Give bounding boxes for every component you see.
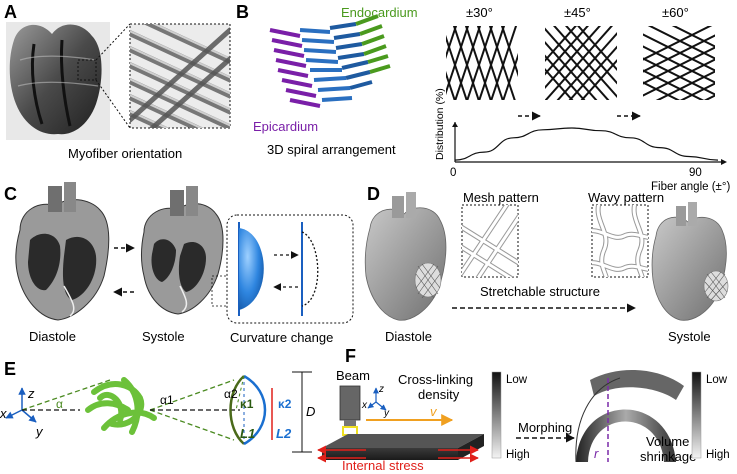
curvature-flattened-outline [301, 231, 319, 307]
chart-x-min-label: 0 [450, 167, 456, 179]
e-alpha1-label: α1 [160, 393, 174, 407]
panel-c-diastole-label: Diastole [29, 329, 76, 344]
panel-c-systole-label: Systole [142, 329, 185, 344]
angle-label-45: ±45° [564, 5, 591, 20]
helical-fiber-coil [85, 377, 157, 435]
volume-label-line1: Volume [646, 434, 689, 449]
panel-a-label: A [4, 2, 17, 22]
velocity-label: v [430, 404, 438, 419]
zoom-guide-top [95, 23, 131, 61]
volume-label-line2: shrinkage [640, 449, 696, 464]
crosslinking-low-label: Low [506, 374, 528, 386]
curvature-change-label: Curvature change [230, 330, 333, 345]
f-axis-x [367, 401, 377, 409]
e-L2-label: L2 [276, 426, 292, 441]
e-L1-label: L1 [240, 426, 255, 441]
panel-b-caption: 3D spiral arrangement [267, 142, 396, 157]
epicardium-label: Epicardium [253, 119, 318, 134]
panel-a-caption: Myofiber orientation [68, 146, 182, 161]
crosslinking-high-label: High [506, 449, 530, 461]
chart-x-max-label: 90 [689, 167, 702, 179]
mesh-pattern-lines [462, 205, 518, 277]
e-axis-z-label: z [27, 386, 35, 401]
spiral-fiber-stack [269, 14, 391, 108]
distribution-series-line [454, 127, 719, 161]
panel-d-systole-label: Systole [668, 329, 711, 344]
e-axis-x [5, 409, 23, 419]
e-alpha1-ray-lower [149, 409, 235, 441]
volume-high-label: High [706, 449, 730, 461]
f-axis-z-label: z [378, 384, 384, 395]
beam-nozzle [339, 385, 361, 436]
chart-xlabel: Fiber angle (±°) [651, 181, 730, 193]
panel-c: C Diastole Systole [4, 182, 354, 345]
chart-y-axis-arrowhead [452, 122, 458, 127]
stretchable-structure-label: Stretchable structure [480, 284, 600, 299]
e-alpha2-label: α2 [224, 387, 238, 401]
e-axis-y-label: y [35, 424, 44, 439]
fiber-pattern-60 [643, 26, 715, 100]
e-axis-x-label: x [0, 406, 7, 421]
f-axis-y-label: y [383, 408, 390, 419]
chart-ylabel: Distribution (%) [434, 88, 446, 160]
crosslinking-label-line1: Cross-linking [398, 372, 473, 387]
e-arc-L2 [243, 374, 267, 446]
panel-d-diastole-label: Diastole [385, 329, 432, 344]
mesh-pattern-tile [461, 204, 519, 278]
panel-b-label: B [236, 2, 249, 22]
e-arc-L1 [229, 375, 245, 445]
volume-gradient-bar [691, 371, 702, 459]
panel-e-label: E [4, 359, 16, 379]
zoom-guide-bottom [95, 79, 131, 129]
distribution-chart: Distribution (%) 0 90 Fiber angle (±°) [434, 88, 730, 193]
panel-b: B Endocardium [236, 2, 730, 193]
wavy-pattern-label: Wavy pattern [588, 190, 664, 205]
f-axis-y [375, 401, 387, 411]
e-axis-y [21, 409, 37, 423]
angle-label-30: ±30° [466, 5, 493, 20]
curvature-inset-box [226, 214, 354, 324]
e-alpha1-ray-upper [149, 379, 235, 411]
heart-patch-systole [651, 202, 729, 321]
radius-label: r [594, 446, 599, 461]
panel-f-label: F [345, 346, 356, 366]
internal-stress-label: Internal stress [342, 458, 424, 473]
wavy-pattern-lines [592, 205, 648, 277]
chart-x-axis-arrowhead [721, 159, 727, 165]
fiber-pattern-30 [446, 26, 518, 100]
angle-label-60: ±60° [662, 5, 689, 20]
heart-patch-diastole [364, 192, 447, 321]
slab-top-face [322, 434, 484, 448]
panel-e: E z x y α α1 α2 κ1 κ2 L1 L2 [0, 359, 315, 453]
panel-c-label: C [4, 184, 17, 204]
crosslinking-label-line2: density [418, 387, 460, 402]
panel-a: A [4, 2, 231, 161]
beam-label: Beam [336, 368, 370, 383]
curvature-dome [239, 228, 264, 310]
panel-d-label: D [367, 184, 380, 204]
morphed-arch [575, 369, 684, 463]
panel-d: D Mesh pattern Wavy pattern [364, 184, 729, 344]
crosslinking-gradient-bar [491, 371, 502, 459]
morphing-label: Morphing [518, 420, 572, 435]
e-D-label: D [306, 404, 315, 419]
volume-low-label: Low [706, 374, 728, 386]
heart-systole-illustration [140, 186, 224, 315]
fiber-pattern-45 [545, 26, 617, 100]
panel-f: F Beam z x y Cross-linking density Low H… [317, 346, 730, 473]
myofiber-strands [130, 24, 230, 128]
curvature-zoom-region [211, 275, 229, 307]
heart-photo-image [6, 22, 110, 140]
slab-front-face [322, 448, 458, 460]
mesh-pattern-label: Mesh pattern [463, 190, 539, 205]
e-alpha-label: α [56, 397, 63, 411]
heart-diastole-illustration [15, 182, 110, 321]
endocardium-label: Endocardium [341, 5, 418, 20]
e-kappa2-label: κ2 [278, 397, 292, 411]
f-axis-x-label: x [361, 400, 368, 411]
zoom-region-box [77, 59, 97, 81]
e-kappa1-label: κ1 [240, 397, 254, 411]
